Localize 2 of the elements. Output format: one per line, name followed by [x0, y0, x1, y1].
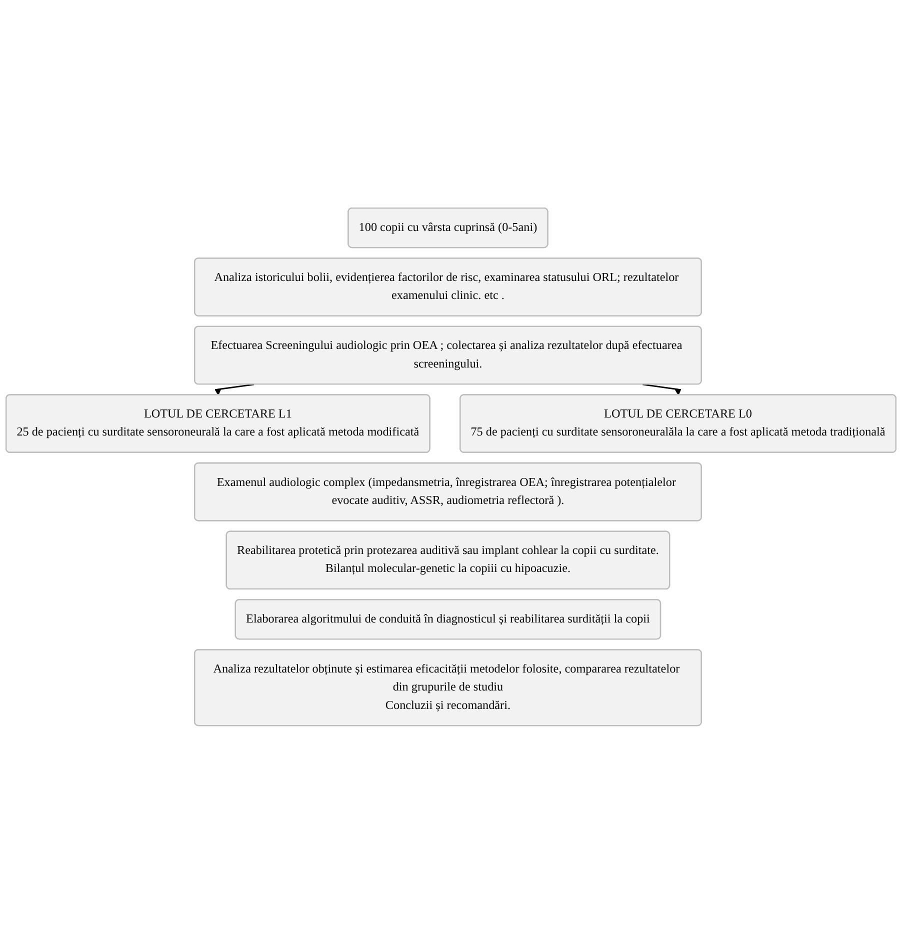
arrow [642, 384, 682, 396]
arrow [214, 384, 254, 396]
